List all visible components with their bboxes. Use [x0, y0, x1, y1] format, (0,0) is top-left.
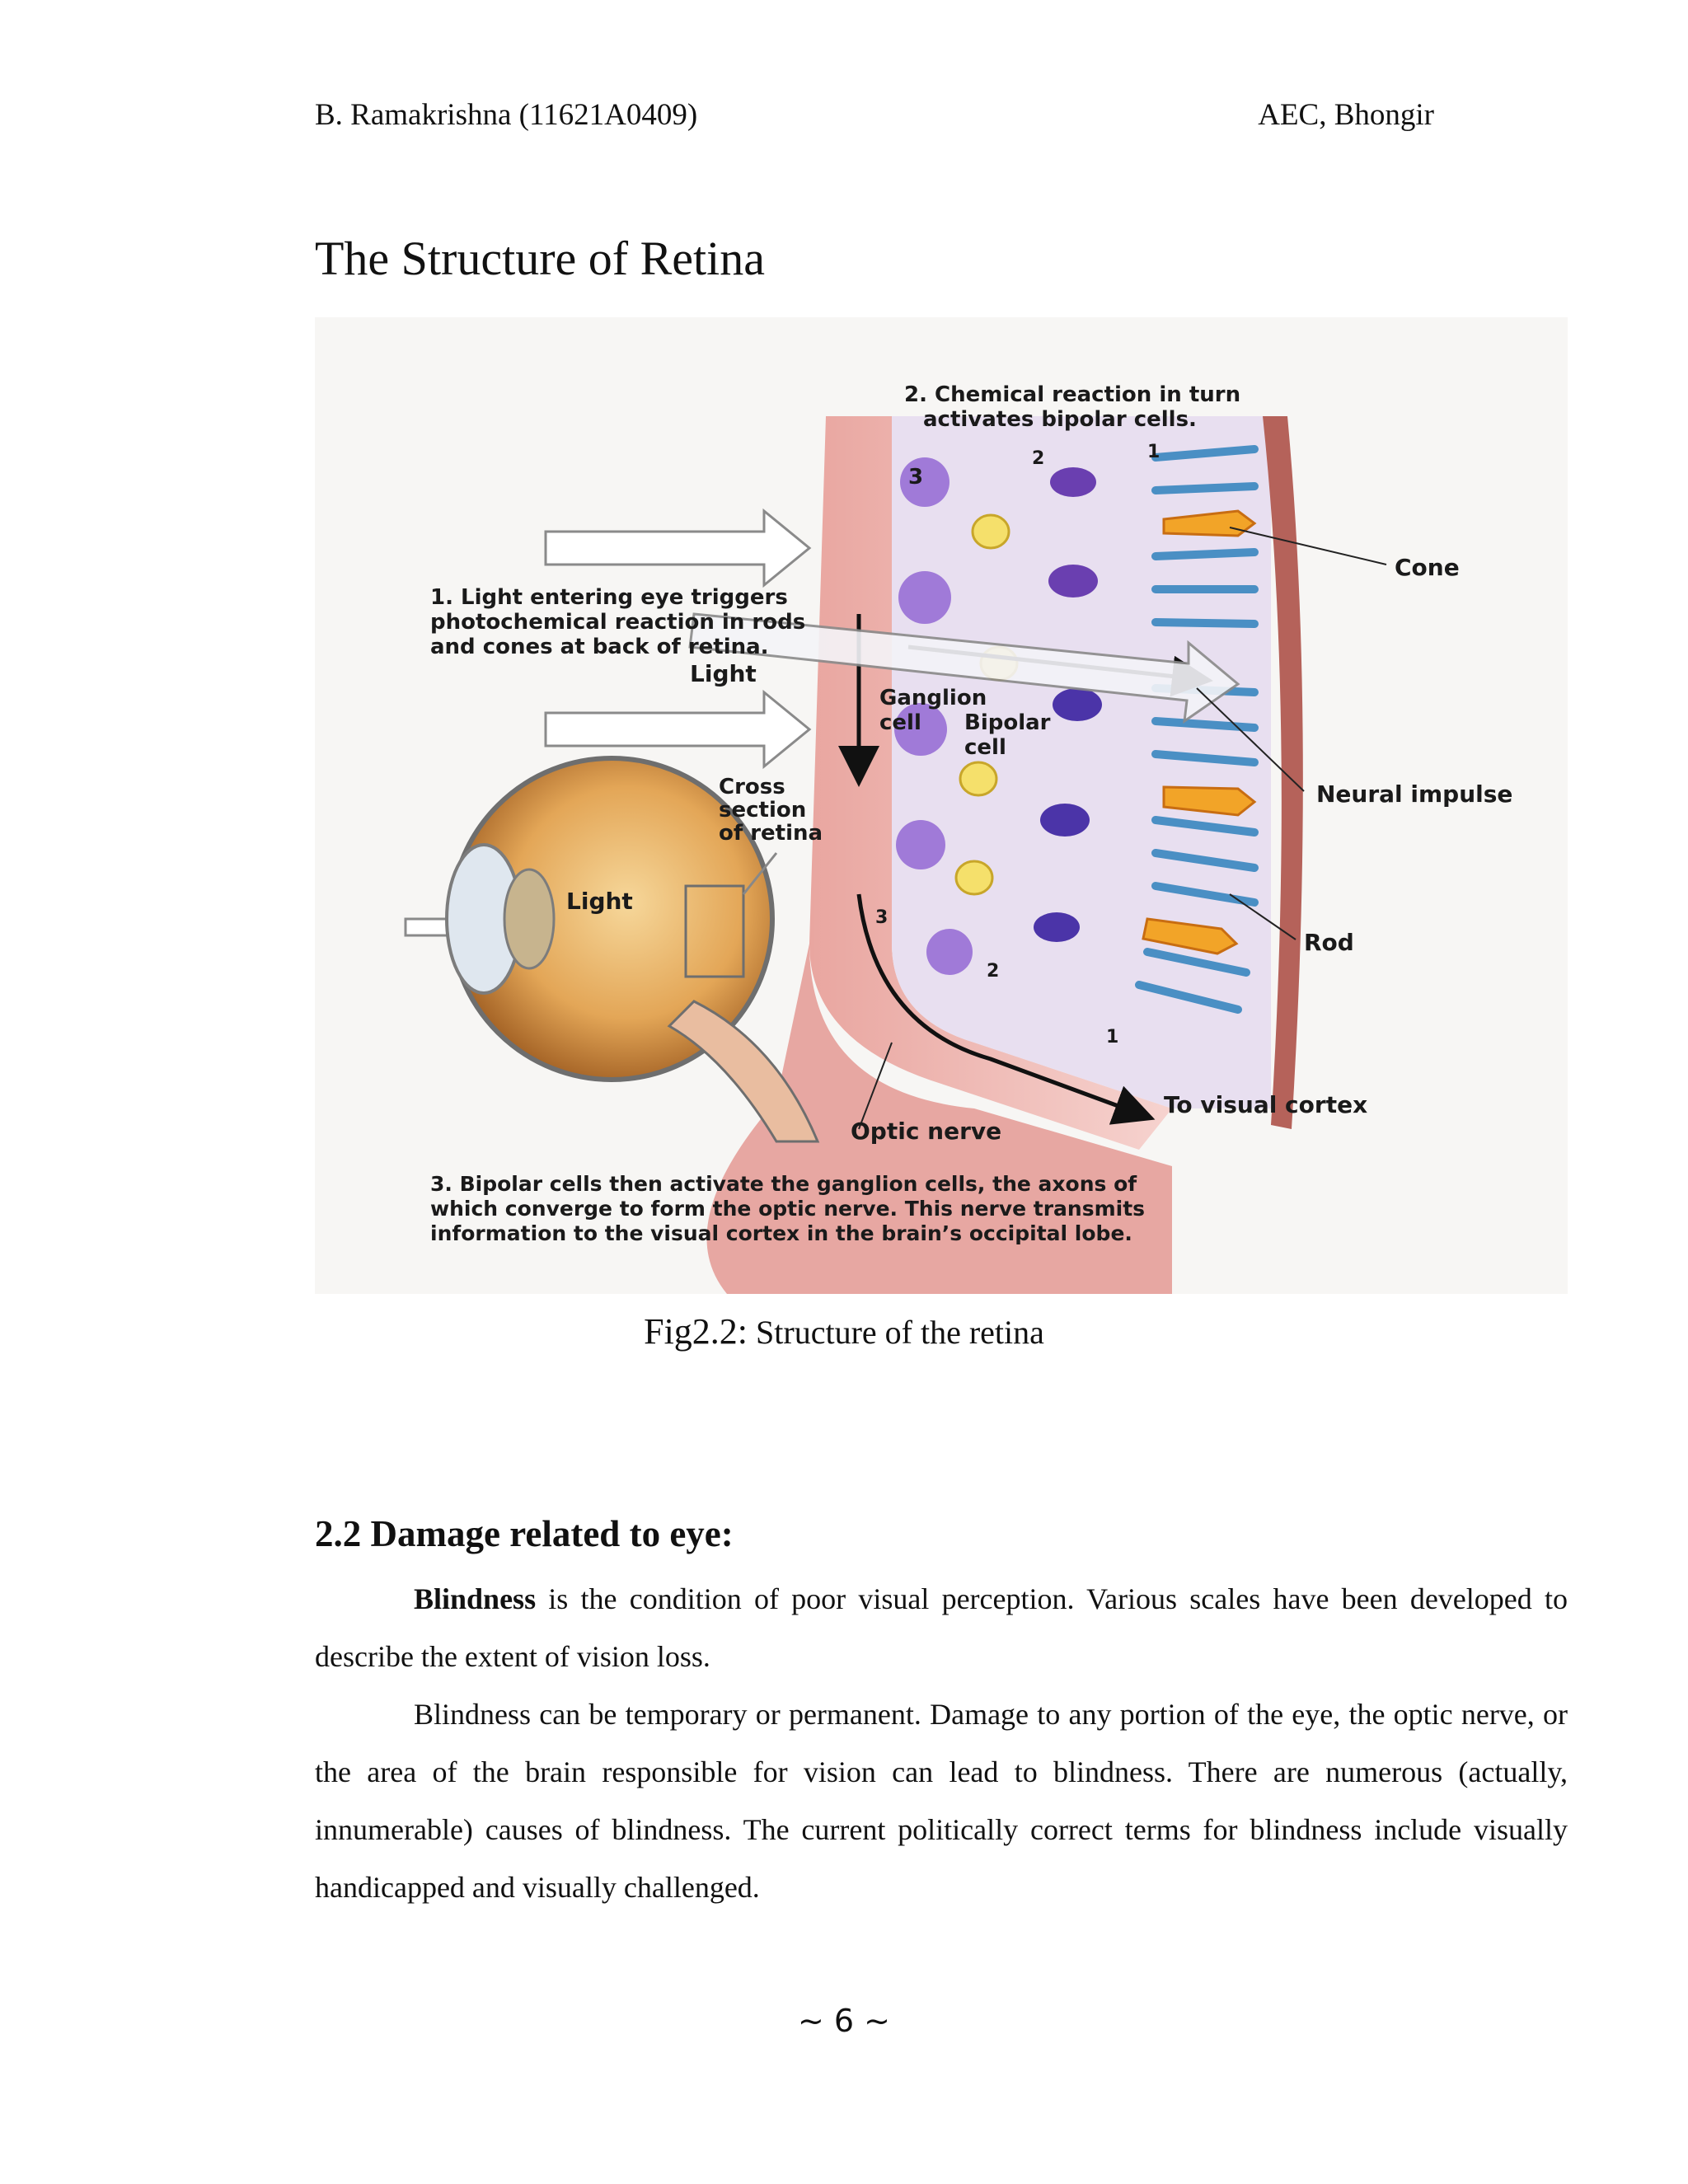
- label-bipolar-line1: Bipolar: [964, 710, 1051, 735]
- callout-lines: [858, 527, 1387, 1130]
- header-institution: AEC, Bhongir: [1258, 98, 1434, 132]
- label-step3-line2: which converge to form the optic nerve. …: [430, 1197, 1145, 1221]
- caption-prefix: Fig2.2:: [644, 1311, 748, 1352]
- label-num-3-bottom: 3: [875, 907, 888, 928]
- label-num-2-top: 2: [1032, 448, 1044, 469]
- label-optic-nerve: Optic nerve: [851, 1118, 1001, 1145]
- pigment-epithelium: [1263, 416, 1303, 1129]
- label-step2-line1: 2. Chemical reaction in turn: [904, 382, 1240, 407]
- eyeball: [445, 756, 820, 1143]
- label-step2-line2: activates bipolar cells.: [923, 407, 1197, 432]
- label-ganglion-line1: Ganglion: [879, 686, 987, 710]
- label-step1-line3: and cones at back of retina.: [430, 635, 769, 659]
- label-cross-line1: Cross: [719, 775, 785, 799]
- section-heading: 2.2 Damage related to eye:: [315, 1513, 734, 1554]
- paragraph-blindness-definition: Blindness is the condition of poor visua…: [315, 1570, 1568, 1685]
- label-cone: Cone: [1395, 554, 1460, 581]
- label-num-1-top: 1: [1147, 442, 1160, 462]
- header-author: B. Ramakrishna (11621A0409): [315, 98, 698, 132]
- label-step3-line1: 3. Bipolar cells then activate the gangl…: [430, 1172, 1137, 1196]
- label-num-2-bottom: 2: [987, 961, 999, 982]
- label-neural-impulse: Neural impulse: [1316, 780, 1512, 808]
- term-blindness: Blindness: [414, 1582, 537, 1615]
- retina-wall: [809, 416, 1172, 1150]
- label-bipolar-line2: cell: [964, 735, 1006, 760]
- retina-figure: 2. Chemical reaction in turn activates b…: [315, 317, 1568, 1294]
- page-number: ~ 6 ~: [797, 2003, 890, 2039]
- label-visual-cortex: To visual cortex: [1164, 1091, 1367, 1118]
- label-light-top: Light: [690, 660, 757, 687]
- cone-cells: [1142, 509, 1257, 955]
- label-num-1-bottom: 1: [1106, 1027, 1118, 1047]
- optic-path-arrow: [856, 893, 1156, 1125]
- label-ganglion-line2: cell: [879, 710, 921, 735]
- choroid-tissue: [706, 944, 1172, 1294]
- paragraph-blindness-causes: Blindness can be temporary or permanent.…: [315, 1698, 1568, 1904]
- page-title: The Structure of Retina: [315, 232, 765, 285]
- label-step1-line1: 1. Light entering eye triggers: [430, 585, 788, 610]
- label-cross-line2: section: [719, 798, 806, 823]
- label-step1-line2: photochemical reaction in rods: [430, 610, 805, 635]
- label-light-eye: Light: [566, 888, 633, 915]
- label-rod: Rod: [1304, 929, 1354, 956]
- caption-text: Structure of the retina: [748, 1314, 1044, 1351]
- label-num-3-top: 3: [908, 465, 923, 490]
- paragraph-1-text: is the condition of poor visual percepti…: [315, 1582, 1568, 1673]
- label-cross-line3: of retina: [719, 821, 823, 846]
- label-step3-line3: information to the visual cortex in the …: [430, 1221, 1132, 1245]
- figure-caption: Fig2.2: Structure of the retina: [0, 1310, 1688, 1352]
